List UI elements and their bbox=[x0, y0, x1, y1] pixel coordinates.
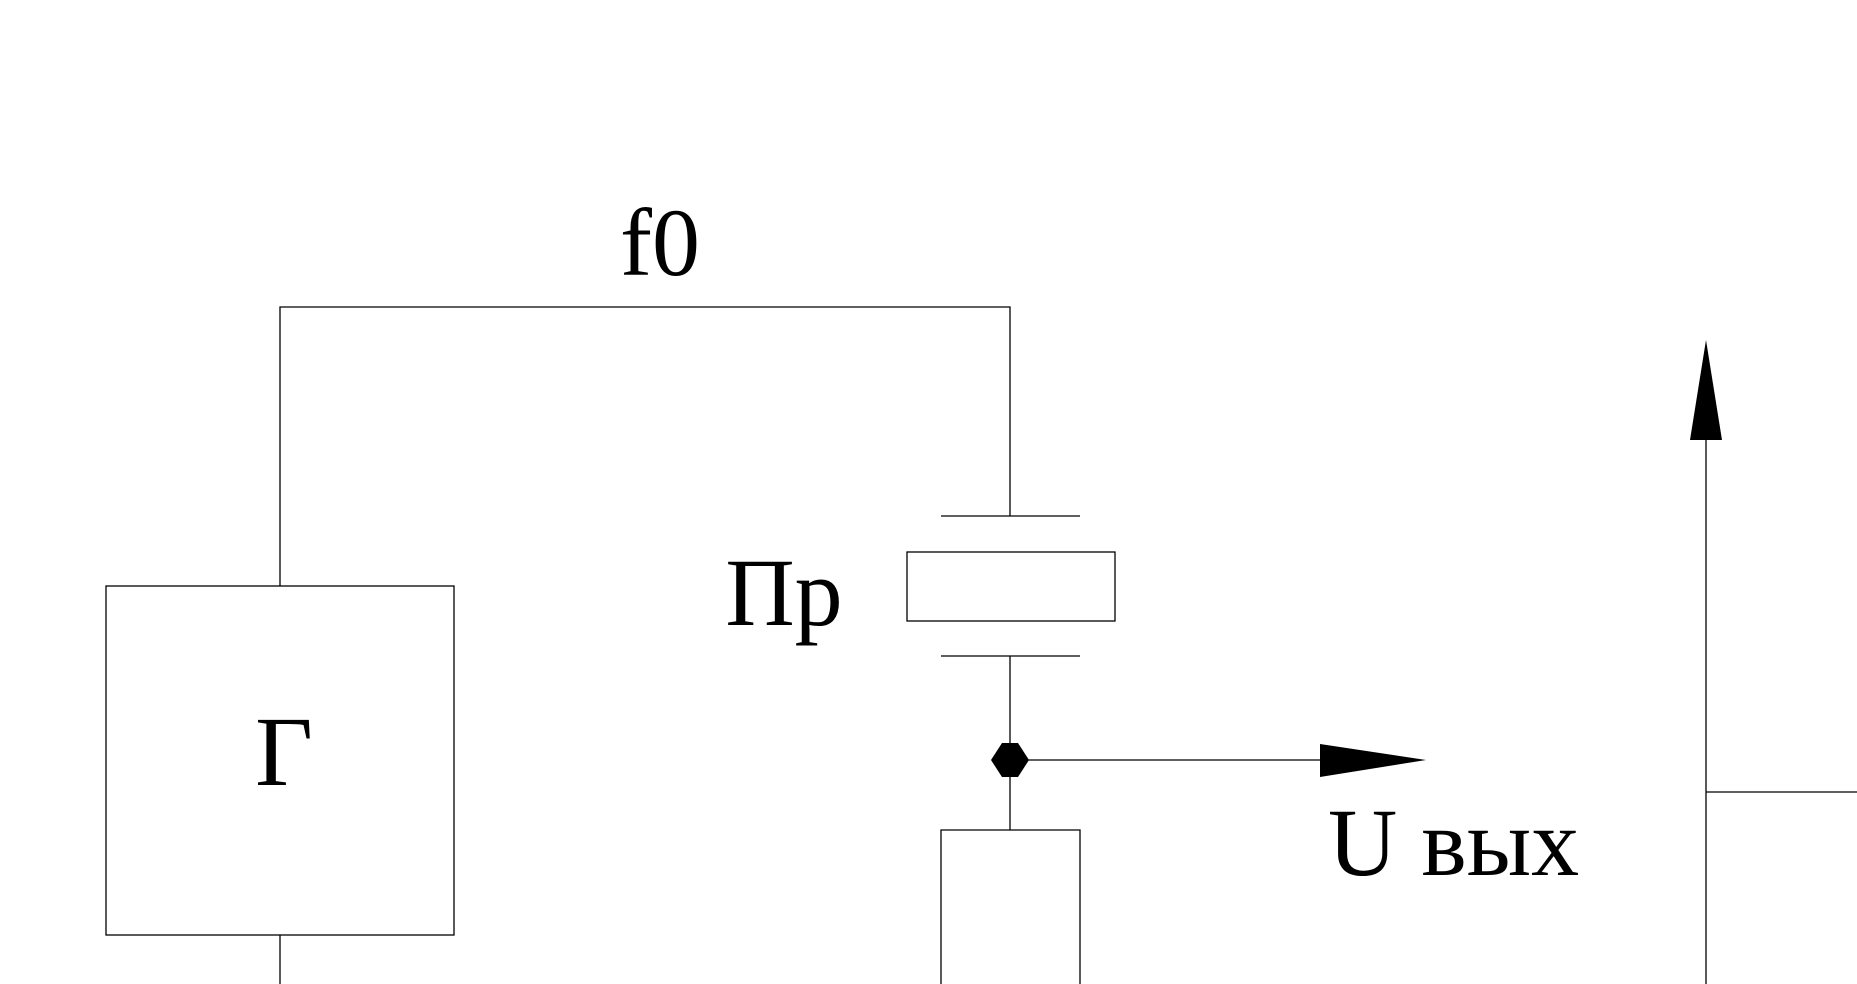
vertical-axis-arrowhead bbox=[1690, 340, 1722, 440]
fuse-label: Пр bbox=[725, 539, 842, 646]
output-label: U вых bbox=[1328, 789, 1579, 896]
load-block bbox=[940, 829, 1081, 984]
output-arrowhead bbox=[1320, 744, 1426, 777]
fuse-body bbox=[906, 551, 1116, 622]
top-wire-label: f0 bbox=[620, 189, 700, 296]
top-wire bbox=[279, 306, 1011, 586]
generator-label: Г bbox=[255, 696, 313, 807]
